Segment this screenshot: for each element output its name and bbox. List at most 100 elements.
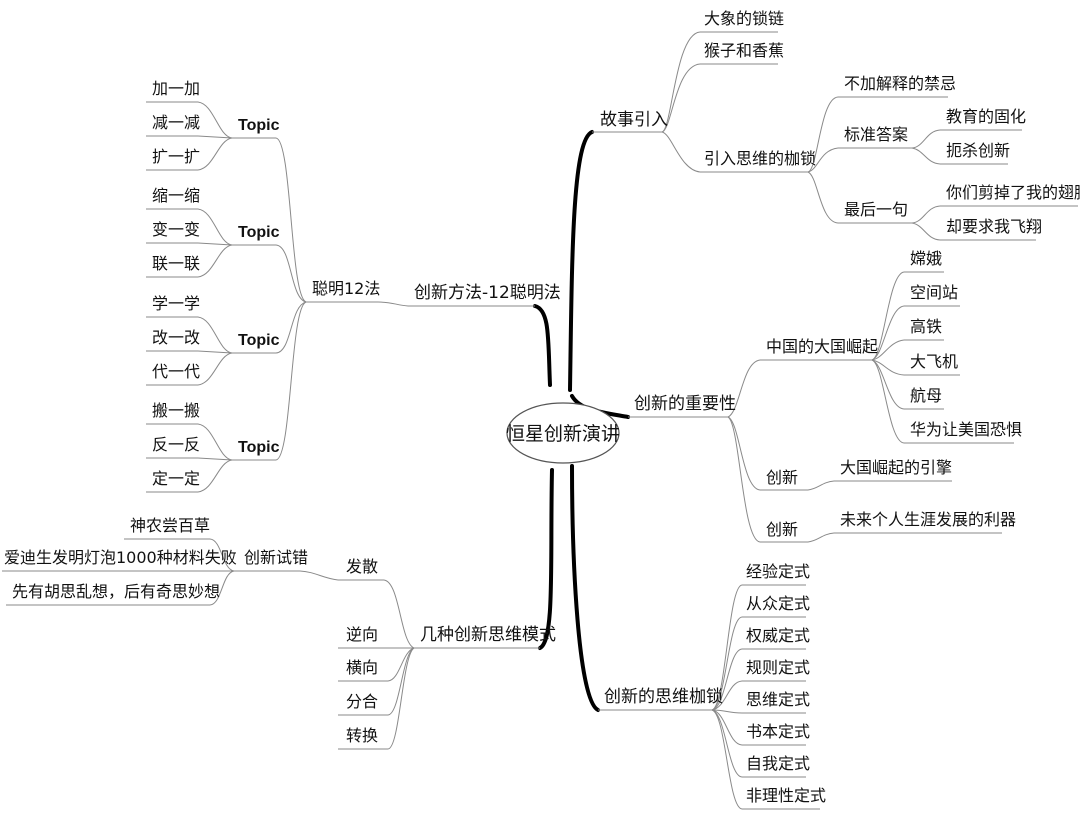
shackles-to-1 <box>711 584 743 711</box>
node-mind-chains[interactable]: 引入思维的枷锁 <box>704 149 816 168</box>
node-ask-fly[interactable]: 却要求我飞翔 <box>946 217 1042 236</box>
node-huawei[interactable]: 华为让美国恐惧 <box>910 420 1022 439</box>
node-last-sentence[interactable]: 最后一句 <box>844 200 908 219</box>
branch-modes-connector <box>538 468 554 650</box>
node-shackle-7[interactable]: 自我定式 <box>746 754 810 773</box>
node-shackle-2[interactable]: 从众定式 <box>746 594 810 613</box>
rise-to-station <box>871 305 905 361</box>
node-innovation-tool[interactable]: 创新 <box>766 520 798 539</box>
node-elephant-chain[interactable]: 大象的锁链 <box>704 9 784 28</box>
importance-to-rise <box>727 359 761 418</box>
node-innovation-engine[interactable]: 创新 <box>766 468 798 487</box>
node-big-plane[interactable]: 大飞机 <box>910 352 958 371</box>
node-thinking-modes[interactable]: 几种创新思维模式 <box>420 625 556 645</box>
node-method-expand[interactable]: 扩一扩 <box>152 147 200 166</box>
node-topic-3[interactable]: Topic <box>238 332 280 349</box>
node-method-fix[interactable]: 定一定 <box>152 469 200 488</box>
node-story[interactable]: 故事引入 <box>600 110 668 130</box>
node-method-modify[interactable]: 改一改 <box>152 328 200 347</box>
diverge-to-trial <box>299 570 339 581</box>
node-method-link[interactable]: 联一联 <box>152 254 200 273</box>
node-carrier[interactable]: 航母 <box>910 386 942 405</box>
group3-to-items <box>197 316 233 386</box>
node-space-station[interactable]: 空间站 <box>910 283 958 302</box>
node-method-change[interactable]: 变一变 <box>152 220 200 239</box>
node-methods-sub[interactable]: 聪明12法 <box>312 279 380 298</box>
node-method-shrink[interactable]: 缩一缩 <box>152 186 200 205</box>
node-shackle-5[interactable]: 思维定式 <box>746 690 810 709</box>
node-method-move[interactable]: 搬一搬 <box>152 401 200 420</box>
rise-item-underlines <box>904 271 1014 444</box>
shackles-to-7 <box>711 709 743 778</box>
node-method-add[interactable]: 加一加 <box>152 79 200 98</box>
shackles-to-3 <box>711 648 743 711</box>
node-monkey-banana[interactable]: 猴子和香蕉 <box>704 41 784 60</box>
last-to-wings <box>911 205 941 224</box>
node-topic-2[interactable]: Topic <box>238 224 280 241</box>
modes-to-transform <box>387 647 415 750</box>
node-kill-innovation[interactable]: 扼杀创新 <box>946 141 1010 160</box>
group2-to-items <box>197 208 233 278</box>
node-diverge[interactable]: 发散 <box>346 557 378 576</box>
node-topic-1[interactable]: Topic <box>238 117 280 134</box>
node-shackle-6[interactable]: 书本定式 <box>746 722 810 741</box>
shackles-to-5 <box>711 709 743 714</box>
chains-to-standard <box>807 147 839 173</box>
chains-to-last <box>807 171 839 224</box>
node-method-reverse[interactable]: 反一反 <box>152 435 200 454</box>
node-method-substitute[interactable]: 代一代 <box>152 362 200 381</box>
node-tool-value[interactable]: 未来个人生涯发展的利器 <box>840 510 1016 529</box>
node-lateral-mode[interactable]: 横向 <box>346 658 378 677</box>
group4-to-items <box>197 423 233 493</box>
node-shennong[interactable]: 神农尝百草 <box>130 516 210 535</box>
node-wild-ideas[interactable]: 先有胡思乱想，后有奇思妙想 <box>12 582 220 601</box>
shackles-to-8 <box>711 709 743 810</box>
node-edison[interactable]: 爱迪生发明灯泡1000种材料失败 <box>4 548 237 567</box>
story-to-elephant <box>661 31 701 133</box>
node-shackle-3[interactable]: 权威定式 <box>746 626 810 645</box>
story-item-underlines <box>700 31 778 65</box>
node-trial-error[interactable]: 创新试错 <box>244 548 308 567</box>
chains-to-taboo <box>807 96 839 173</box>
node-china-rise[interactable]: 中国的大国崛起 <box>766 337 878 356</box>
node-importance[interactable]: 创新的重要性 <box>634 394 736 414</box>
node-mind-shackles[interactable]: 创新的思维枷锁 <box>604 687 723 707</box>
mode-item-underlines <box>338 647 388 750</box>
shackles-to-4 <box>711 680 743 711</box>
tool-connector <box>807 532 835 543</box>
importance-to-engine <box>727 416 761 491</box>
node-shackle-4[interactable]: 规则定式 <box>746 658 810 677</box>
node-transform-mode[interactable]: 转换 <box>346 726 378 745</box>
node-engine-value[interactable]: 大国崛起的引擎 <box>840 458 952 477</box>
story-to-monkey <box>661 63 701 133</box>
node-method-subtract[interactable]: 减一减 <box>152 113 200 132</box>
group-underlines <box>232 137 276 461</box>
node-cut-wings[interactable]: 你们剪掉了我的翅膀 <box>946 183 1080 202</box>
shackles-to-6 <box>711 709 743 746</box>
rise-to-huawei <box>871 359 905 444</box>
node-shackle-1[interactable]: 经验定式 <box>746 562 810 581</box>
node-high-speed-rail[interactable]: 高铁 <box>910 317 942 336</box>
shackles-item-underlines <box>742 584 820 810</box>
engine-connector <box>807 480 835 491</box>
node-change[interactable]: 嫦娥 <box>910 249 942 268</box>
node-standard-answer[interactable]: 标准答案 <box>844 125 908 144</box>
node-shackle-8[interactable]: 非理性定式 <box>746 786 826 805</box>
last-item-underlines <box>940 205 1078 241</box>
methods-to-sub <box>377 301 409 307</box>
rise-to-carrier <box>871 359 905 410</box>
rise-to-rail <box>871 339 905 361</box>
trial-to-item3 <box>209 570 235 606</box>
standard-to-solidify <box>911 129 941 149</box>
node-reverse-mode[interactable]: 逆向 <box>346 625 378 644</box>
method-item-underlines <box>146 101 198 493</box>
node-methods[interactable]: 创新方法-12聪明法 <box>414 283 561 303</box>
node-topic-4[interactable]: Topic <box>238 439 280 456</box>
node-method-learn[interactable]: 学一学 <box>152 294 200 313</box>
node-education-solidify[interactable]: 教育的固化 <box>946 107 1026 126</box>
node-taboo[interactable]: 不加解释的禁忌 <box>844 74 956 93</box>
shackles-to-2 <box>711 616 743 711</box>
node-combine-mode[interactable]: 分合 <box>346 692 378 711</box>
root-node[interactable] <box>506 402 620 464</box>
